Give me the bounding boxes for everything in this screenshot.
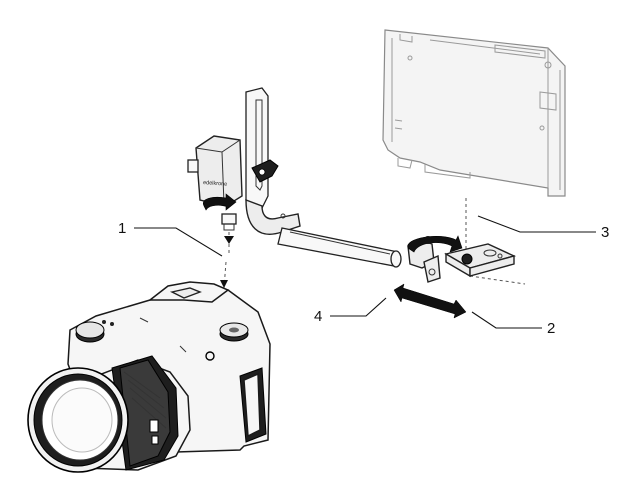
callout-3-label: 3 (601, 224, 609, 241)
hotshoe-alignment (220, 232, 234, 289)
callout-4-label: 4 (314, 308, 322, 325)
brand-mark: edelkrone (203, 180, 228, 188)
double-arrow-icon (393, 283, 467, 319)
callout-2: 2 (471, 311, 555, 337)
callout-2-label: 2 (547, 320, 555, 337)
quick-release-plate (444, 243, 517, 278)
rotate-arrow-left (203, 193, 237, 211)
extension-rod (277, 227, 402, 268)
camera-lens (27, 355, 191, 473)
rotate-arrow-right (407, 235, 463, 253)
field-monitor (382, 29, 566, 197)
pan-head-unit: edelkrone (187, 135, 279, 231)
callout-3: 3 (477, 215, 609, 241)
callout-1-label: 1 (118, 220, 126, 237)
callout-1: 1 (118, 220, 223, 257)
base-alignment-line (469, 275, 526, 285)
l-bracket (245, 87, 301, 235)
callout-4: 4 (314, 297, 387, 325)
